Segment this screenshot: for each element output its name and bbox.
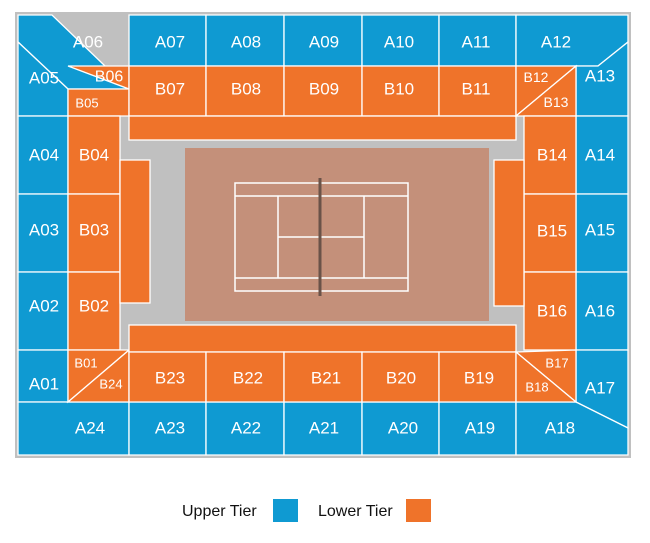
seating-map: A06 A07 A08 A09 A10 A11 A12 A05 A04 A03 … xyxy=(15,12,631,458)
label-a06: A06 xyxy=(73,33,103,52)
section-b04[interactable] xyxy=(67,115,121,195)
label-a10: A10 xyxy=(384,33,414,52)
label-a21: A21 xyxy=(309,419,339,438)
section-b03[interactable] xyxy=(67,193,121,273)
label-b05: B05 xyxy=(75,96,98,111)
label-a04: A04 xyxy=(29,146,59,165)
section-a24[interactable] xyxy=(17,401,130,456)
section-b15[interactable] xyxy=(523,193,577,273)
label-b06: B06 xyxy=(95,69,124,86)
section-b02[interactable] xyxy=(67,271,121,351)
label-a17: A17 xyxy=(585,379,615,398)
label-b21: B21 xyxy=(311,369,341,388)
section-b16[interactable] xyxy=(523,271,577,351)
label-a08: A08 xyxy=(231,33,261,52)
label-b02: B02 xyxy=(79,297,109,316)
label-a22: A22 xyxy=(231,419,261,438)
legend: Upper Tier Lower Tier xyxy=(0,497,650,527)
label-b16: B16 xyxy=(537,302,567,321)
section-left-inner[interactable] xyxy=(119,159,151,304)
label-b01: B01 xyxy=(74,356,97,371)
label-b03: B03 xyxy=(79,221,109,240)
label-b04: B04 xyxy=(79,146,109,165)
label-b17: B17 xyxy=(545,356,568,371)
label-b20: B20 xyxy=(386,369,416,388)
court-surround xyxy=(185,148,489,321)
label-b08: B08 xyxy=(231,80,261,99)
label-a03: A03 xyxy=(29,221,59,240)
section-bottom-inner[interactable] xyxy=(128,324,517,353)
label-b07: B07 xyxy=(155,80,185,99)
legend-upper-label: Upper Tier xyxy=(182,503,257,520)
label-a18: A18 xyxy=(545,419,575,438)
legend-lower-swatch xyxy=(406,499,431,522)
label-b15: B15 xyxy=(537,222,567,241)
label-a14: A14 xyxy=(585,146,615,165)
label-a01: A01 xyxy=(29,375,59,394)
label-a12: A12 xyxy=(541,33,571,52)
label-b24: B24 xyxy=(99,377,122,392)
label-a24: A24 xyxy=(75,419,105,438)
label-a02: A02 xyxy=(29,297,59,316)
section-b18[interactable] xyxy=(515,350,578,403)
label-a20: A20 xyxy=(388,419,418,438)
section-top-inner[interactable] xyxy=(128,115,517,141)
legend-upper-swatch xyxy=(273,499,298,522)
section-right-inner[interactable] xyxy=(493,159,525,307)
label-a16: A16 xyxy=(585,302,615,321)
label-b18: B18 xyxy=(525,380,548,395)
label-a19: A19 xyxy=(465,419,495,438)
label-a23: A23 xyxy=(155,419,185,438)
label-a07: A07 xyxy=(155,33,185,52)
label-b11: B11 xyxy=(462,80,491,99)
label-a11: A11 xyxy=(462,33,491,52)
legend-lower-label: Lower Tier xyxy=(318,503,393,520)
label-b14: B14 xyxy=(537,146,567,165)
label-a09: A09 xyxy=(309,33,339,52)
label-a05: A05 xyxy=(29,69,59,88)
label-b09: B09 xyxy=(309,80,339,99)
label-a13: A13 xyxy=(585,67,615,86)
section-b14[interactable] xyxy=(523,115,577,195)
label-b23: B23 xyxy=(155,369,185,388)
label-b10: B10 xyxy=(384,80,414,99)
label-b19: B19 xyxy=(464,369,494,388)
label-b13: B13 xyxy=(544,94,569,110)
label-a15: A15 xyxy=(585,221,615,240)
label-b12: B12 xyxy=(524,69,549,85)
label-b22: B22 xyxy=(233,369,263,388)
